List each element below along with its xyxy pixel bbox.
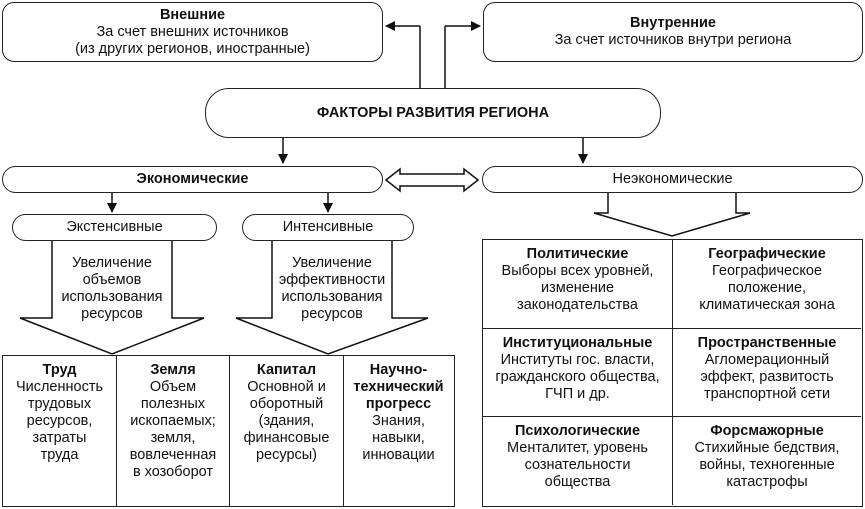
internal-title: Внутренние — [630, 15, 716, 31]
internal-sources-box: Внутренние За счет источников внутри рег… — [483, 2, 863, 62]
resource-line: Численность — [15, 379, 104, 395]
resource-title: Труд — [42, 362, 77, 378]
factor-cell-force-majeure: Форсмажорные Стихийные бедствия, войны, … — [673, 417, 861, 505]
resource-title: прогресс — [365, 396, 432, 412]
factor-line: катастрофы — [726, 474, 808, 490]
factor-title: Политические — [526, 246, 629, 262]
factor-cell-spatial: Пространственные Агломерационный эффект,… — [673, 329, 861, 417]
extensive-label: Экстенсивные — [66, 219, 163, 235]
factor-line: климатическая зона — [699, 297, 835, 313]
factor-line: Институты гос. власти, — [500, 352, 655, 368]
resource-line: трудовых — [27, 396, 92, 412]
factor-line: войны, техногенные — [699, 457, 835, 473]
extensive-arrow-line: объемов — [82, 272, 142, 288]
resource-cell-labor: Труд Численность трудовых ресурсов, затр… — [3, 356, 117, 506]
resource-title: Научно- — [369, 362, 428, 378]
resource-cell-capital: Капитал Основной и оборотный (здания, фи… — [230, 356, 344, 506]
extensive-arrow-text: Увеличение объемов использования ресурсо… — [52, 255, 172, 323]
resource-line: Знания, — [372, 413, 425, 429]
external-line1: За счет внешних источников — [96, 23, 289, 40]
double-arrow-economic-noneconomic — [384, 167, 480, 193]
intensive-arrow-line: ресурсов — [301, 306, 363, 322]
factor-line: Стихийные бедствия, — [694, 440, 840, 456]
factor-cell-geographic: Географические Географическое положение,… — [673, 240, 861, 329]
resource-line: ресурсы) — [255, 447, 318, 463]
resource-title: технический — [353, 379, 444, 395]
intensive-arrow-line: использования — [281, 289, 383, 305]
noneconomic-box: Неэкономические — [482, 166, 863, 193]
resource-line: инновации — [362, 447, 435, 463]
resource-cell-tech-progress: Научно- технический прогресс Знания, нав… — [344, 356, 453, 506]
intensive-arrow-text: Увеличение эффективности использования р… — [268, 255, 396, 323]
resource-line: Объем — [149, 379, 197, 395]
factor-cell-institutional: Институциональные Институты гос. власти,… — [483, 329, 673, 417]
factor-line: транспортной сети — [703, 386, 831, 402]
factor-cell-psychological: Психологические Менталитет, уровень созн… — [483, 417, 673, 505]
factor-line: сознательности — [524, 457, 631, 473]
intensive-arrow-line: Увеличение — [292, 255, 372, 271]
factor-line: ГЧП и др. — [545, 386, 610, 402]
intensive-label: Интенсивные — [282, 219, 374, 235]
resource-line: (здания, — [258, 413, 315, 429]
noneconomic-label: Неэкономические — [612, 171, 733, 187]
extensive-arrow-line: ресурсов — [81, 306, 143, 322]
economic-box: Экономические — [2, 166, 383, 193]
resource-line: оборотный — [249, 396, 324, 412]
extensive-big-arrow — [19, 239, 205, 355]
intensive-box: Интенсивные — [242, 214, 414, 241]
factor-line: положение, — [727, 280, 807, 296]
resource-line: Основной и — [247, 379, 326, 395]
factor-line: эффект, развитость — [700, 369, 834, 385]
factor-line: Выборы всех уровней, — [501, 263, 654, 279]
resource-line: затраты — [32, 430, 87, 446]
factor-line: Географическое — [712, 263, 822, 279]
intensive-arrow-line: эффективности — [278, 272, 386, 288]
factor-cell-political: Политические Выборы всех уровней, измене… — [483, 240, 673, 329]
resource-title: Земля — [150, 362, 196, 378]
resource-cell-land: Земля Объем полезных ископаемых; земля, … — [117, 356, 230, 506]
factor-line: Менталитет, уровень — [507, 440, 648, 456]
resource-line: ископаемых; — [130, 413, 216, 429]
external-title: Внешние — [159, 6, 226, 23]
extensive-arrow-line: Увеличение — [72, 255, 152, 271]
resource-line: финансовые — [243, 430, 330, 446]
factor-line: Агломерационный — [704, 352, 830, 368]
factor-title: Географические — [708, 246, 826, 262]
intensive-big-arrow — [235, 239, 429, 355]
main-title: ФАКТОРЫ РАЗВИТИЯ РЕГИОНА — [316, 104, 550, 121]
external-line2: (из других регионов, иностранные) — [75, 40, 310, 57]
resources-table: Труд Численность трудовых ресурсов, затр… — [2, 355, 455, 507]
factor-title: Пространственные — [697, 335, 837, 351]
resource-line: труда — [40, 447, 79, 463]
internal-line1: За счет источников внутри региона — [554, 32, 792, 48]
resource-line: земля, — [150, 430, 196, 446]
factor-title: Психологические — [514, 423, 641, 439]
resource-title: Капитал — [256, 362, 317, 378]
factor-line: изменение — [540, 280, 615, 296]
noneconomic-factors-table: Политические Выборы всех уровней, измене… — [482, 239, 863, 507]
economic-label: Экономические — [136, 171, 249, 187]
external-sources-box: Внешние За счет внешних источников (из д… — [2, 2, 383, 62]
resource-line: полезных — [140, 396, 206, 412]
extensive-box: Экстенсивные — [12, 214, 217, 241]
factor-line: гражданского общества, — [495, 369, 660, 385]
factor-title: Форсмажорные — [710, 423, 824, 439]
resource-line: навыки, — [372, 430, 425, 446]
factor-line: общества — [544, 474, 611, 490]
resource-line: ресурсов, — [26, 413, 93, 429]
main-factors-box: ФАКТОРЫ РАЗВИТИЯ РЕГИОНА — [205, 88, 661, 138]
resource-line: в хозоборот — [132, 464, 214, 480]
factor-line: законодательства — [517, 297, 638, 313]
factor-title: Институциональные — [502, 335, 653, 351]
extensive-arrow-line: использования — [61, 289, 163, 305]
noneconomic-down-arrow — [593, 191, 751, 237]
resource-line: вовлеченная — [129, 447, 217, 463]
